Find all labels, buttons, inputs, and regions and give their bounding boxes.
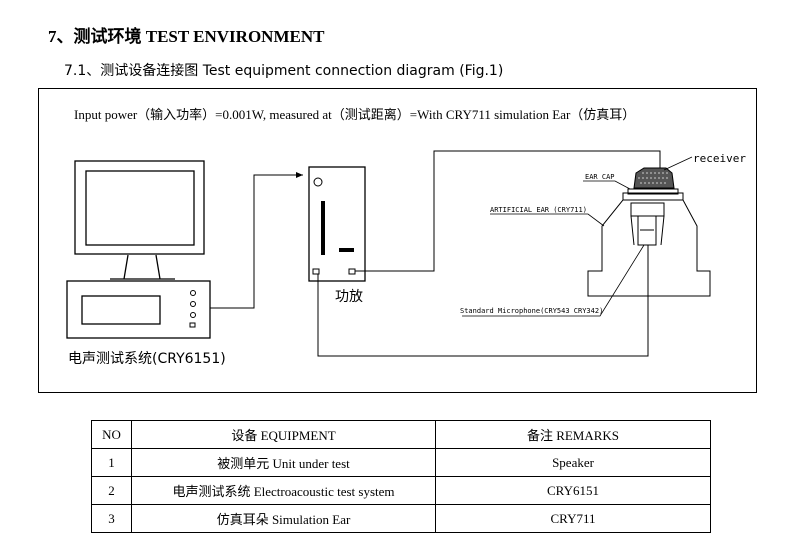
row-no: 1 xyxy=(91,448,132,477)
row-no: 2 xyxy=(91,476,132,505)
header-remarks: 备注 REMARKS xyxy=(435,420,711,449)
row-remarks: Speaker xyxy=(435,448,711,477)
table-row: 1 被测单元 Unit under test Speaker xyxy=(91,448,711,477)
test-system-box xyxy=(66,280,211,339)
wire-mic-to-system xyxy=(317,245,649,357)
receiver-label: receiver xyxy=(693,152,746,165)
subsection-title: 7.1、测试设备连接图 Test equipment connection di… xyxy=(64,63,504,79)
wire-amp-to-receiver xyxy=(355,150,661,272)
table-header-row: NO 设备 EQUIPMENT 备注 REMARKS xyxy=(91,420,711,449)
ear-cap xyxy=(627,188,679,195)
amplifier-label: 功放 xyxy=(335,289,363,305)
table-row: 2 电声测试系统 Electroacoustic test system CRY… xyxy=(91,476,711,505)
section-title: 7、测试环境 TEST ENVIRONMENT xyxy=(48,27,325,46)
row-remarks: CRY6151 xyxy=(435,476,711,505)
wire-system-to-amp xyxy=(210,172,303,309)
row-remarks: CRY711 xyxy=(435,504,711,533)
computer-monitor xyxy=(74,160,205,280)
row-equipment: 仿真耳朵 Simulation Ear xyxy=(131,504,436,533)
microphone-label: Standard Microphone(CRY543 CRY342) xyxy=(460,307,603,315)
receiver xyxy=(633,167,675,189)
diagram-frame xyxy=(38,88,757,393)
system-label: 电声测试系统(CRY6151) xyxy=(68,351,226,367)
artificial-ear-label: ARTIFICIAL EAR (CRY711) xyxy=(490,206,587,214)
table-row: 3 仿真耳朵 Simulation Ear CRY711 xyxy=(91,504,711,533)
equipment-table: NO 设备 EQUIPMENT 备注 REMARKS 1 被测单元 Unit u… xyxy=(91,420,711,533)
header-no: NO xyxy=(91,420,132,449)
row-equipment: 电声测试系统 Electroacoustic test system xyxy=(131,476,436,505)
artificial-ear xyxy=(587,192,711,297)
row-equipment: 被测单元 Unit under test xyxy=(131,448,436,477)
amplifier-box xyxy=(308,166,366,282)
input-power-text: Input power（输入功率）=0.001W, measured at（测试… xyxy=(74,107,635,122)
header-equipment: 设备 EQUIPMENT xyxy=(131,420,436,449)
ear-cap-label: EAR CAP xyxy=(585,173,615,181)
row-no: 3 xyxy=(91,504,132,533)
